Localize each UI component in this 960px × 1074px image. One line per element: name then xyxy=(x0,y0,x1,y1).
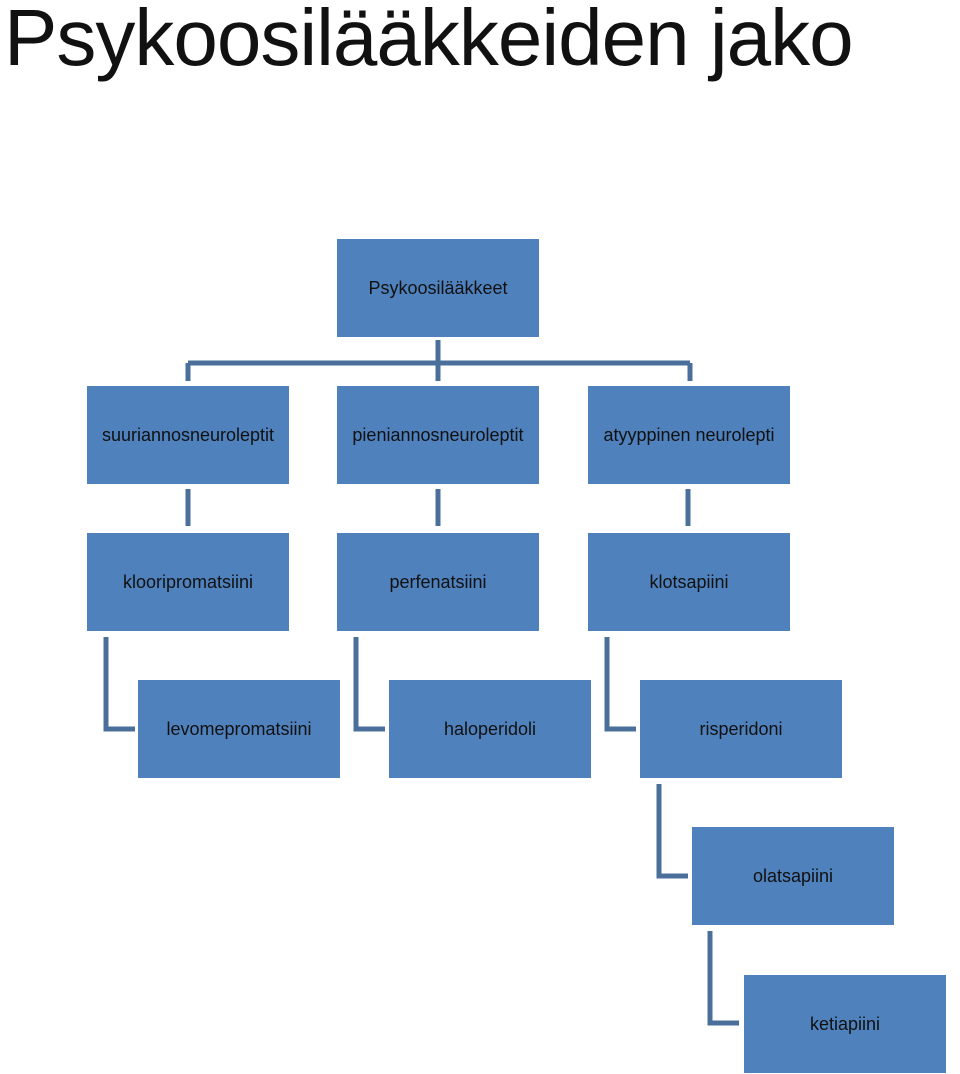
node-pieniannosneuroleptit: pieniannosneuroleptit xyxy=(337,386,539,484)
node-levomepromatsiini: levomepromatsiini xyxy=(138,680,340,778)
node-suuriannosneuroleptit: suuriannosneuroleptit xyxy=(87,386,289,484)
connector-keti xyxy=(707,931,739,1026)
connector-levome xyxy=(103,637,135,732)
node-atyyppinen-neurolepti: atyyppinen neurolepti xyxy=(588,386,790,484)
node-root: Psykoosilääkkeet xyxy=(337,239,539,337)
page-title: Psykoosilääkkeiden jako xyxy=(4,0,854,82)
connector-halo xyxy=(353,637,385,732)
connector-risp xyxy=(604,637,636,732)
node-klooripromatsiini: klooripromatsiini xyxy=(87,533,289,631)
node-klotsapiini: klotsapiini xyxy=(588,533,790,631)
node-olatsapiini: olatsapiini xyxy=(692,827,894,925)
connector-root-bus xyxy=(185,340,693,381)
connector-olats xyxy=(656,784,688,879)
node-risperidoni: risperidoni xyxy=(640,680,842,778)
node-ketiapiini: ketiapiini xyxy=(744,975,946,1073)
node-perfenatsiini: perfenatsiini xyxy=(337,533,539,631)
node-haloperidoli: haloperidoli xyxy=(389,680,591,778)
